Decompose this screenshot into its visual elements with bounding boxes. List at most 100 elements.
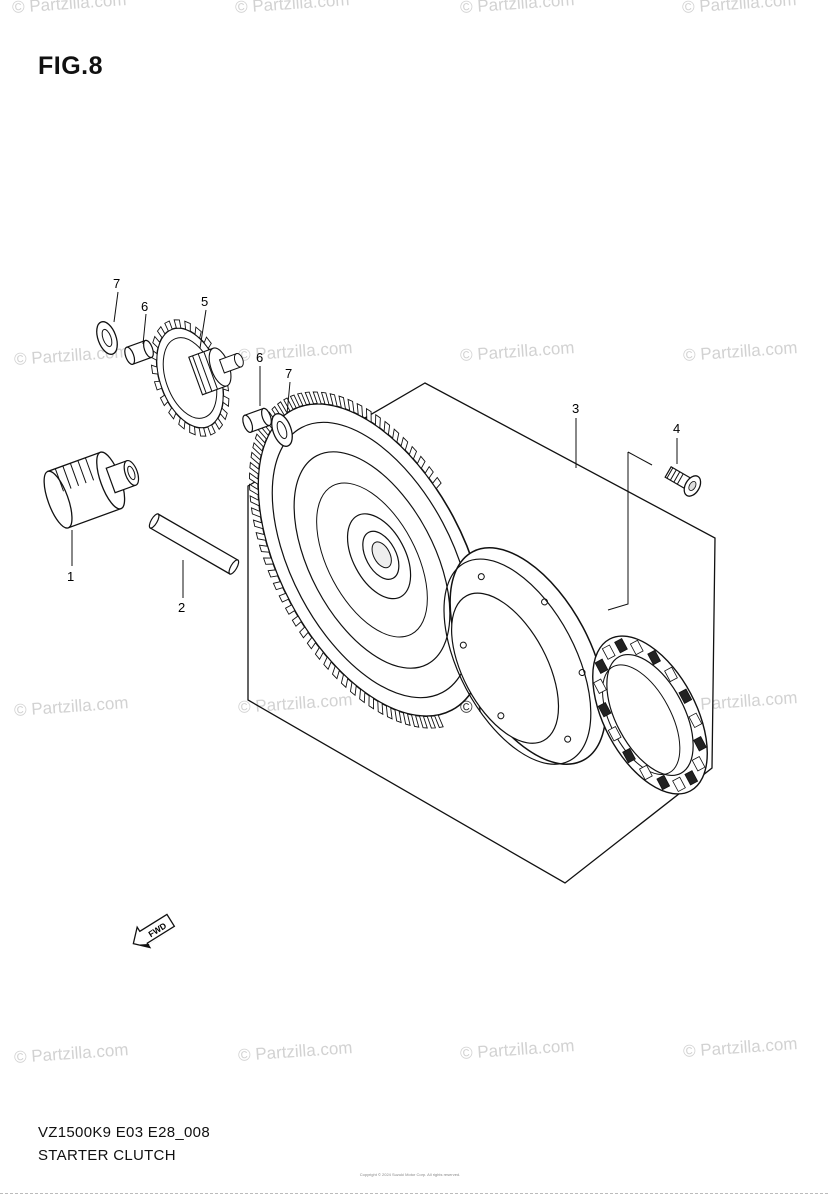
sprag-segment	[672, 776, 686, 793]
gear-tooth	[159, 394, 169, 407]
gear-tooth	[323, 656, 332, 671]
assembly-group-outline	[247, 382, 716, 884]
sprag-segment	[638, 764, 653, 781]
callout-7-top: 7	[113, 276, 120, 291]
gear-tooth	[383, 420, 391, 436]
gear-tooth	[258, 544, 270, 553]
gear-tooth	[262, 557, 274, 565]
gear-tooth	[410, 714, 420, 728]
gear-tooth	[291, 615, 302, 627]
gear-tooth	[267, 569, 279, 578]
gear-tooth	[249, 472, 259, 486]
callout-6-right: 6	[256, 350, 263, 365]
washer-right	[271, 413, 293, 447]
gear-tooth	[207, 424, 216, 436]
gear-tooth	[252, 442, 263, 457]
gear-tooth	[368, 694, 375, 710]
gear-tooth	[152, 335, 161, 349]
callout-2: 2	[178, 600, 185, 615]
gear-tooth	[304, 391, 315, 405]
gear-tooth	[249, 461, 260, 476]
starter-idle-gear-shaft	[43, 451, 140, 529]
gear-tooth	[349, 681, 357, 697]
gear-tooth	[194, 326, 202, 340]
page-bottom-rule	[0, 1193, 828, 1194]
gear-tooth	[164, 320, 173, 332]
clutch-outer-ring	[443, 547, 607, 765]
gear-tooth	[219, 407, 228, 421]
gear-tooth	[377, 700, 384, 716]
sprag-segment	[601, 644, 616, 660]
gear-tooth	[284, 604, 296, 615]
idle-gear-shaft	[148, 513, 240, 575]
figure-title: FIG.8	[38, 52, 104, 80]
gear-tooth	[356, 402, 364, 418]
one-way-clutch	[592, 635, 708, 795]
gear-tooth	[392, 428, 400, 444]
gear-tooth	[320, 391, 330, 406]
gear-tooth	[189, 423, 196, 436]
gear-tooth	[432, 476, 442, 490]
gear-tooth	[278, 592, 290, 603]
sprag-segment	[614, 637, 628, 654]
sprag-segment	[693, 736, 707, 752]
callout-3: 3	[572, 401, 579, 416]
gear-tooth	[150, 364, 159, 375]
callout-7-right: 7	[285, 366, 292, 381]
gear-tooth	[173, 319, 182, 329]
idle-gear	[150, 319, 244, 437]
washer-left	[96, 321, 118, 355]
gear-tooth	[297, 392, 308, 407]
callout-5: 5	[201, 294, 208, 309]
gear-tooth	[283, 397, 294, 412]
gear-tooth	[365, 407, 372, 423]
sprag-segment	[691, 756, 706, 772]
gear-tooth	[255, 531, 267, 541]
sprag-segment	[678, 688, 693, 704]
sprag-segment	[607, 726, 622, 742]
callout-4: 4	[673, 421, 680, 436]
gear-tooth	[394, 708, 402, 724]
fwd-arrow-icon: FWD	[132, 913, 176, 949]
copyright-note: Copyright © 2024 Suzuki Motor Corp. All …	[359, 1172, 461, 1177]
gear-tooth	[314, 646, 324, 661]
gear-tooth	[426, 715, 437, 729]
gear-tooth	[249, 495, 260, 507]
gear-tooth	[272, 581, 284, 591]
gear-tooth	[416, 455, 426, 470]
sprag-segment	[597, 701, 612, 718]
gear-tooth	[433, 714, 444, 728]
sprag-segment	[622, 747, 636, 764]
figure-code: VZ1500K9 E03 E28_008	[38, 1124, 210, 1141]
starter-clutch-gear	[249, 391, 487, 729]
sprag-segment	[664, 666, 678, 683]
gear-tooth	[168, 406, 177, 420]
callout-6-top: 6	[141, 299, 148, 314]
sprag-segment	[647, 649, 662, 666]
gear-tooth	[338, 395, 347, 410]
gear-tooth	[306, 636, 317, 650]
gear-tooth	[153, 380, 163, 391]
gear-tooth	[252, 519, 264, 530]
gear-tooth	[329, 393, 338, 408]
gear-tooth	[222, 395, 230, 408]
gear-tooth	[184, 320, 191, 333]
sprag-segment	[688, 712, 703, 729]
sprag-segment	[594, 658, 609, 674]
gear-tooth	[424, 465, 434, 479]
sprag-segment	[593, 678, 607, 694]
gear-tooth	[254, 433, 266, 448]
sprag-segment	[656, 774, 671, 791]
gear-tooth	[203, 336, 212, 350]
gear-tooth	[418, 715, 428, 729]
gear-tooth	[340, 673, 349, 689]
gear-tooth	[385, 704, 393, 720]
gear-tooth	[214, 417, 224, 431]
gear-tooth	[299, 626, 309, 639]
gear-tooth	[289, 394, 301, 409]
gear-tooth	[408, 445, 418, 460]
gear-tooth	[249, 483, 259, 496]
gear-tooth	[402, 711, 411, 726]
